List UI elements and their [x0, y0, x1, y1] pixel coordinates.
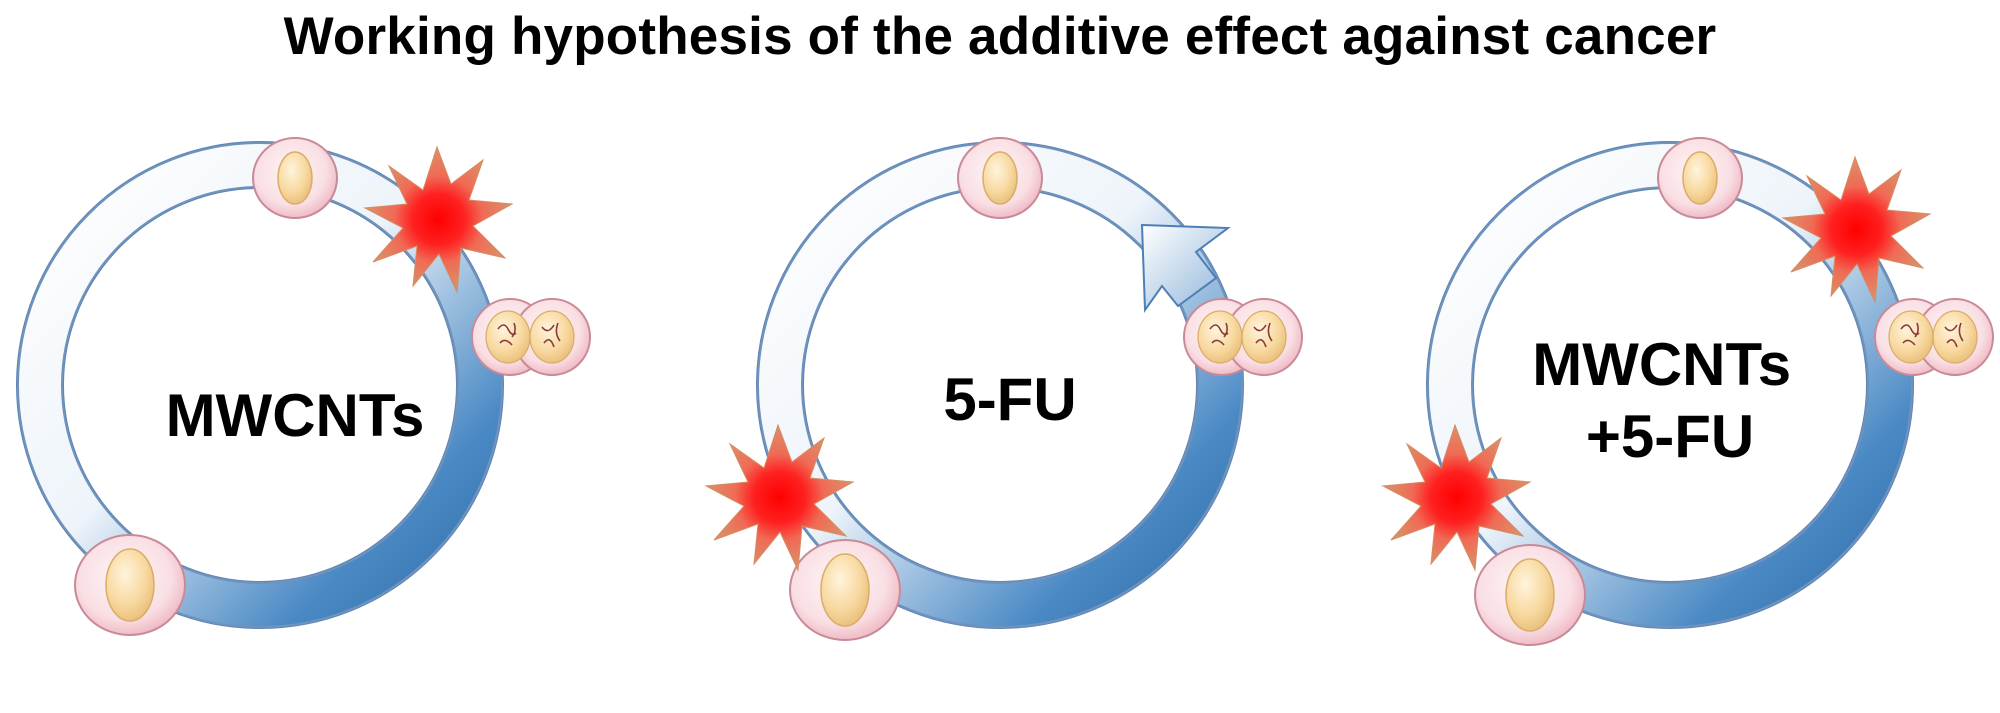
cell-icon	[74, 534, 186, 636]
cell-icon	[1474, 544, 1586, 646]
dividing-cell-icon	[1874, 298, 1994, 376]
panel-label: MWCNTs	[166, 382, 425, 449]
page-title: Working hypothesis of the additive effec…	[283, 7, 1717, 66]
dividing-cell-icon	[1183, 298, 1303, 376]
burst-icon	[1781, 155, 1932, 304]
panel-5fu: 5-FU	[704, 137, 1303, 641]
arrow-icon	[1140, 223, 1231, 313]
panel-mwcnts: MWCNTs	[16, 137, 591, 636]
burst-icon	[1381, 423, 1532, 572]
burst-icon	[363, 145, 514, 294]
cell-icon	[789, 539, 901, 641]
cell-icon	[957, 137, 1043, 219]
burst-icon	[704, 423, 855, 572]
panel-label: 5-FU	[943, 366, 1076, 433]
dividing-cell-icon	[471, 298, 591, 376]
cell-icon	[252, 137, 338, 219]
panel-mwcnts-5fu: MWCNTs +5-FU	[1381, 137, 1994, 646]
panel-label: MWCNTs +5-FU	[1532, 331, 1808, 470]
cell-icon	[1657, 137, 1743, 219]
